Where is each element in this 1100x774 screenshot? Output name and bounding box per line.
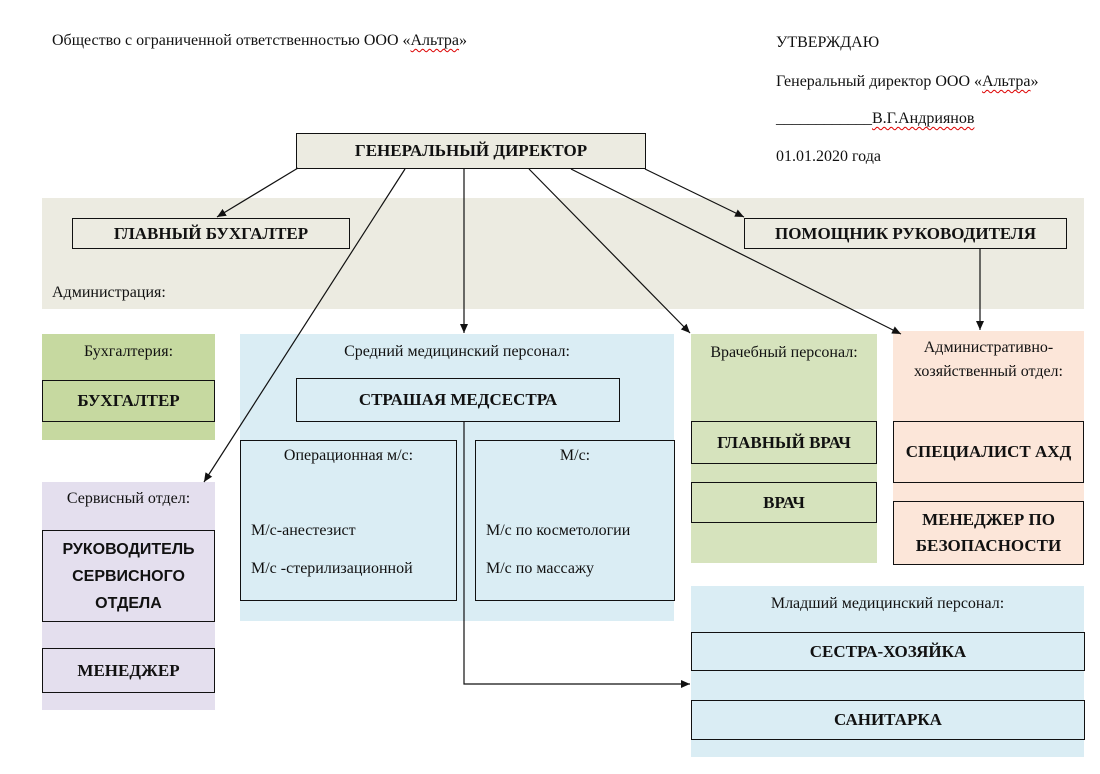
nurse-item: М/с -стерилизационной (251, 560, 413, 577)
middle-medical-label: Средний медицинский персонал: (344, 343, 570, 360)
service-head-box[interactable]: РУКОВОДИТЕЛЬ СЕРВИСНОГО ОТДЕЛА (42, 530, 215, 622)
assistant-box[interactable]: ПОМОЩНИК РУКОВОДИТЕЛЯ (744, 218, 1067, 249)
accounting-zone (42, 334, 215, 440)
position-suffix: » (1030, 73, 1039, 90)
chief-doctor-box[interactable]: ГЛАВНЫЙ ВРАЧ (691, 421, 877, 464)
approval-date: 01.01.2020 года (776, 148, 881, 165)
accountant-box[interactable]: БУХГАЛТЕР (42, 380, 215, 422)
service-label: Сервисный отдел: (66, 490, 191, 507)
housekeeper-box[interactable]: СЕСТРА-ХОЗЯЙКА (691, 632, 1085, 671)
company-brand: Альтра (410, 32, 460, 49)
doctors-zone (691, 334, 877, 563)
nurses-title: М/с: (559, 447, 591, 464)
signer-name: В.Г.Андриянов (872, 110, 975, 127)
ahd-specialist-box[interactable]: СПЕЦИАЛИСТ АХД (893, 421, 1084, 483)
doctor-box[interactable]: ВРАЧ (691, 482, 877, 523)
signature-line: ____________ (776, 110, 872, 127)
orderly-box[interactable]: САНИТАРКА (691, 700, 1085, 740)
administration-label: Администрация: (52, 284, 166, 301)
service-manager-box[interactable]: МЕНЕДЖЕР (42, 648, 215, 693)
approval-title: УТВЕРЖДАЮ (776, 34, 880, 51)
approval-position: Генеральный директор ООО «Альтра» (776, 72, 1039, 92)
administration-zone (42, 198, 1084, 309)
doctors-label: Врачебный персонал: (710, 344, 858, 361)
operating-nurses-box[interactable]: Операционная м/с: М/с-анестезист М/с -ст… (240, 440, 457, 601)
operating-nurses-title: Операционная м/с: (283, 447, 414, 464)
nurse-item: М/с по массажу (486, 560, 595, 577)
security-manager-box[interactable]: МЕНЕДЖЕР ПО БЕЗОПАСНОСТИ (893, 501, 1084, 565)
chief-accountant-box[interactable]: ГЛАВНЫЙ БУХГАЛТЕР (72, 218, 350, 249)
general-director-box[interactable]: ГЕНЕРАЛЬНЫЙ ДИРЕКТОР (296, 133, 646, 169)
nurses-box[interactable]: М/с: М/с по косметологии М/с по массажу (475, 440, 675, 601)
position-prefix: Генеральный директор ООО « (776, 73, 983, 90)
junior-medical-label: Младший медицинский персонал: (770, 595, 1005, 612)
position-brand: Альтра (982, 73, 1031, 90)
company-prefix: Общество с ограниченной ответственностью… (52, 32, 411, 49)
admin-economic-label: Административно-хозяйственный отдел: (914, 339, 1063, 380)
company-name: Общество с ограниченной ответственностью… (52, 31, 467, 51)
head-nurse-box[interactable]: СТРАШАЯ МЕДСЕСТРА (296, 378, 620, 422)
accounting-label: Бухгалтерия: (83, 343, 174, 360)
company-suffix: » (459, 32, 468, 49)
admin-economic-zone (893, 331, 1084, 564)
approval-signature: ____________В.Г.Андриянов (776, 109, 974, 129)
nurse-item: М/с по косметологии (486, 522, 631, 539)
nurse-item: М/с-анестезист (251, 522, 356, 539)
service-zone (42, 482, 215, 710)
junior-medical-zone (691, 586, 1084, 757)
